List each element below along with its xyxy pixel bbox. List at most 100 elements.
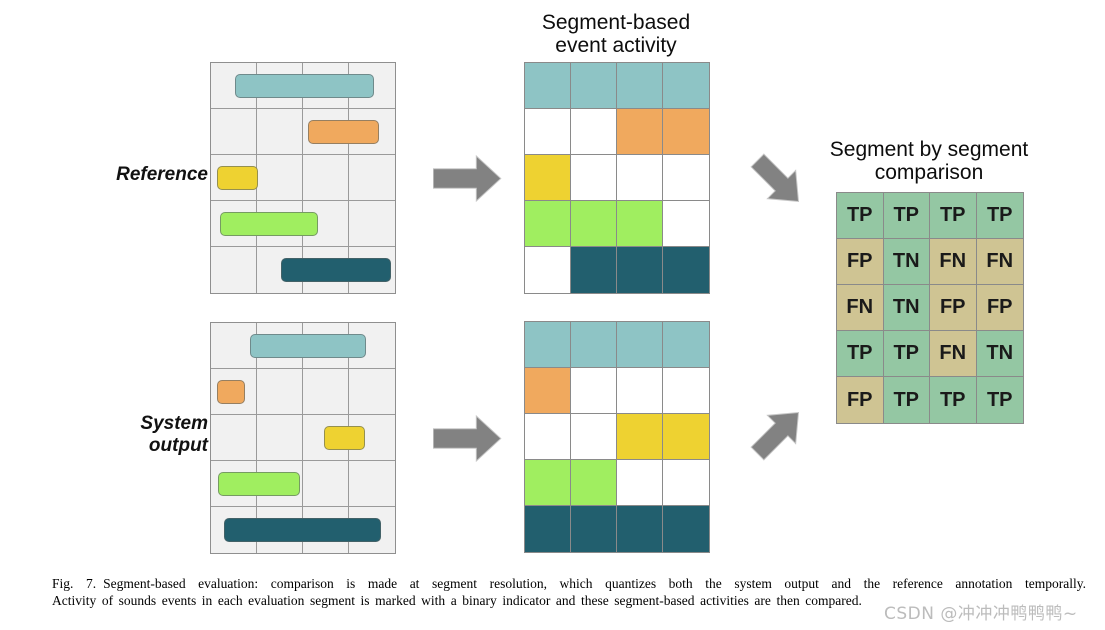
activity-cell-orange <box>663 109 709 155</box>
comparison-cell-tp: TP <box>837 331 884 377</box>
activity-cell-darkteal <box>571 247 617 293</box>
green-event-bar <box>218 472 300 496</box>
figure-caption: Fig. 7. Segment-based evaluation: compari… <box>52 576 1086 609</box>
timeline-cell <box>303 369 349 415</box>
system-output-label-line2: output <box>148 435 208 456</box>
activity-cell-white <box>617 368 663 414</box>
teal-event-bar <box>250 334 366 358</box>
comparison-title-line2: comparison <box>874 161 984 184</box>
arrow-right-top-icon <box>433 155 502 202</box>
activity-cell-white <box>525 414 571 460</box>
timeline-cell <box>349 323 395 369</box>
activity-cell-teal <box>525 63 571 109</box>
activity-cell-white <box>663 155 709 201</box>
yellow-event-bar <box>324 426 365 450</box>
figure-caption-line2: Activity of sounds events in each evalua… <box>52 593 862 608</box>
timeline-cell <box>211 247 257 293</box>
comparison-cell-fn: FN <box>837 285 884 331</box>
darkteal-event-bar <box>281 258 391 282</box>
activity-cell-white <box>571 155 617 201</box>
timeline-cell <box>349 201 395 247</box>
timeline-cell <box>349 415 395 461</box>
activity-cell-green <box>525 460 571 506</box>
activity-cell-teal <box>617 322 663 368</box>
activity-cell-darkteal <box>571 506 617 552</box>
comparison-cell-tp: TP <box>976 377 1023 423</box>
teal-event-bar <box>235 74 374 98</box>
comparison-cell-fp: FP <box>930 285 977 331</box>
activity-cell-white <box>663 460 709 506</box>
activity-cell-yellow <box>617 414 663 460</box>
timeline-cell <box>211 369 257 415</box>
timeline-cell <box>349 63 395 109</box>
timeline-cell <box>349 109 395 155</box>
comparison-cell-fn: FN <box>930 331 977 377</box>
activity-cell-teal <box>571 322 617 368</box>
activity-cell-darkteal <box>663 506 709 552</box>
reference-timeline-grid <box>210 62 396 294</box>
orange-event-bar <box>217 380 245 404</box>
activity-cell-white <box>525 247 571 293</box>
figure-number: Fig. 7. <box>52 576 97 591</box>
comparison-cell-fn: FN <box>930 239 977 285</box>
orange-event-bar <box>308 120 379 144</box>
system-output-label: System output <box>30 413 208 457</box>
comparison-cell-tn: TN <box>883 239 930 285</box>
yellow-event-bar <box>217 166 258 190</box>
activity-cell-white <box>663 201 709 247</box>
timeline-cell <box>257 415 303 461</box>
timeline-cell <box>303 461 349 507</box>
comparison-cell-fn: FN <box>976 239 1023 285</box>
activity-cell-teal <box>571 63 617 109</box>
csdn-watermark: CSDN @冲冲冲鸭鸭鸭~ <box>884 604 1078 624</box>
comparison-cell-tp: TP <box>883 377 930 423</box>
activity-cell-green <box>617 201 663 247</box>
activity-cell-darkteal <box>617 506 663 552</box>
reference-activity-grid <box>524 62 710 294</box>
green-event-bar <box>220 212 318 236</box>
activity-cell-white <box>525 109 571 155</box>
comparison-cell-fp: FP <box>837 239 884 285</box>
timeline-cell <box>303 155 349 201</box>
comparison-cell-tn: TN <box>883 285 930 331</box>
activity-cell-darkteal <box>617 247 663 293</box>
figure-caption-line1: Fig. 7. Segment-based evaluation: compari… <box>52 576 1086 592</box>
activity-cell-green <box>571 460 617 506</box>
activity-cell-green <box>571 201 617 247</box>
system-output-label-line1: System <box>140 413 208 434</box>
timeline-cell <box>349 155 395 201</box>
comparison-cell-tp: TP <box>883 193 930 239</box>
comparison-title: Segment by segment comparison <box>802 138 1056 184</box>
timeline-cell <box>257 369 303 415</box>
comparison-title-line1: Segment by segment <box>829 138 1029 161</box>
activity-cell-white <box>571 414 617 460</box>
figure-caption-text1: Segment-based evaluation: comparison is … <box>103 576 1086 591</box>
comparison-cell-tn: TN <box>976 331 1023 377</box>
timeline-cell <box>257 461 303 507</box>
comparison-cell-tp: TP <box>883 331 930 377</box>
activity-cell-yellow <box>663 414 709 460</box>
timeline-cell <box>211 415 257 461</box>
activity-cell-green <box>525 201 571 247</box>
activity-cell-teal <box>525 322 571 368</box>
timeline-cell <box>349 369 395 415</box>
system-activity-grid <box>524 321 710 553</box>
timeline-cell <box>303 201 349 247</box>
comparison-cell-fp: FP <box>837 377 884 423</box>
comparison-cell-tp: TP <box>837 193 884 239</box>
activity-cell-darkteal <box>663 247 709 293</box>
timeline-cell <box>257 109 303 155</box>
arrow-right-bottom-icon <box>433 415 502 462</box>
timeline-cell <box>211 109 257 155</box>
activity-cell-white <box>571 109 617 155</box>
activity-cell-white <box>663 368 709 414</box>
system-output-timeline-grid <box>210 322 396 554</box>
activity-cell-orange <box>525 368 571 414</box>
activity-cell-white <box>617 155 663 201</box>
comparison-cell-fp: FP <box>976 285 1023 331</box>
activity-cell-darkteal <box>525 506 571 552</box>
comparison-cell-tp: TP <box>930 193 977 239</box>
comparison-cell-tp: TP <box>930 377 977 423</box>
